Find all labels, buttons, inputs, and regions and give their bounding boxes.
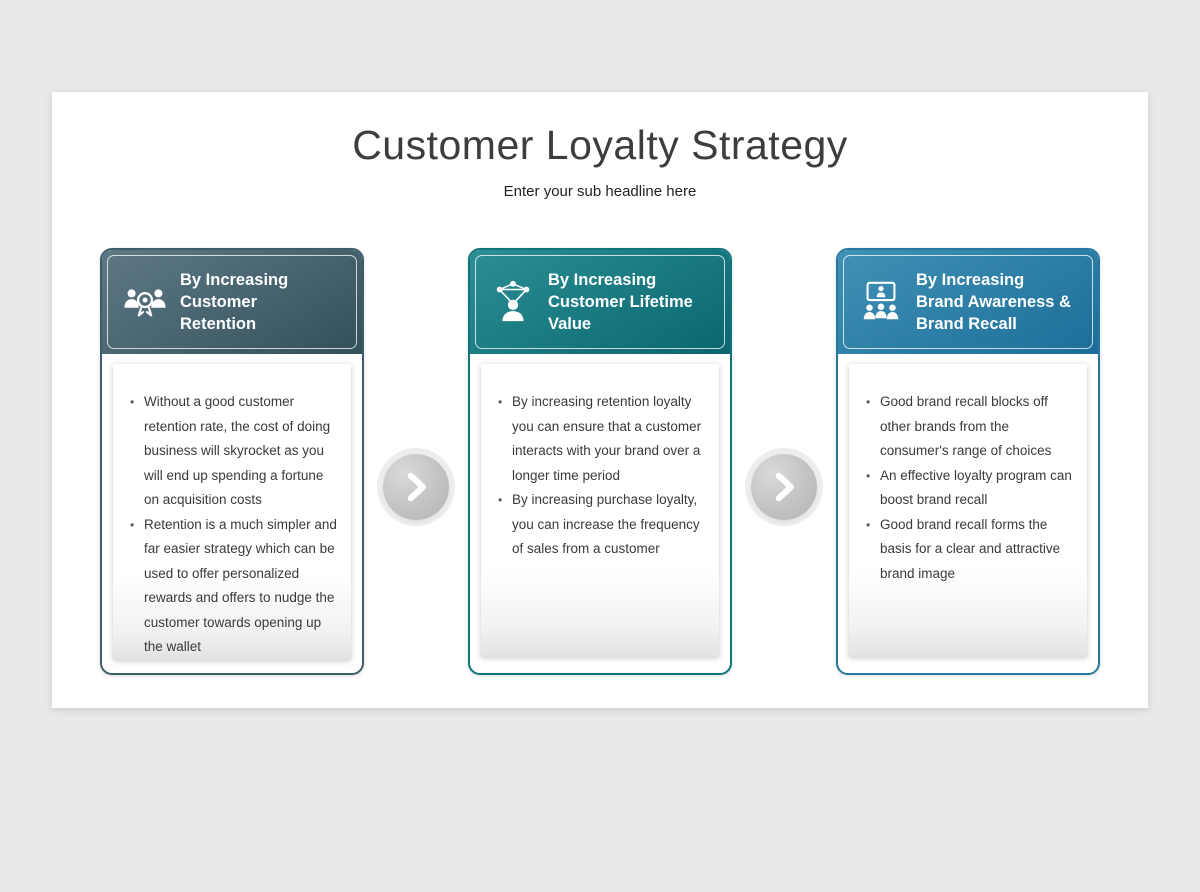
card-header: By Increasing Customer Lifetime Value: [470, 250, 730, 354]
bullet-list: By increasing retention loyalty you can …: [495, 390, 707, 562]
page-subtitle: Enter your sub headline here: [503, 183, 697, 200]
page-title: Customer Loyalty Strategy: [352, 122, 848, 168]
card-body: Without a good customer retention rate, …: [102, 354, 362, 673]
customer-lifetime-value-icon: [490, 279, 536, 325]
bullet-item: An effective loyalty program can boost b…: [863, 464, 1075, 513]
bullet-item: Without a good customer retention rate, …: [127, 390, 339, 513]
card-brand-awareness: By Increasing Brand Awareness & Brand Re…: [836, 248, 1100, 675]
card-panel: Without a good customer retention rate, …: [113, 364, 351, 660]
arrow-separator: [383, 454, 449, 520]
brand-awareness-icon: [858, 279, 904, 325]
card-panel: By increasing retention loyalty you can …: [481, 364, 719, 657]
card-panel: Good brand recall blocks off other brand…: [849, 364, 1087, 657]
presentation-slide: Customer Loyalty Strategy Enter your sub…: [52, 92, 1148, 708]
bullet-item: Good brand recall blocks off other brand…: [863, 390, 1075, 464]
arrow-circle: [751, 454, 817, 520]
bullet-list: Good brand recall blocks off other brand…: [863, 390, 1075, 586]
card-title: By Increasing Customer Lifetime Value: [548, 271, 693, 333]
card-body: Good brand recall blocks off other brand…: [838, 354, 1098, 673]
bullet-list: Without a good customer retention rate, …: [127, 390, 339, 660]
card-header: By Increasing Brand Awareness & Brand Re…: [838, 250, 1098, 354]
bullet-item: Good brand recall forms the basis for a …: [863, 513, 1075, 587]
customer-retention-icon: [122, 279, 168, 325]
card-title: By Increasing Brand Awareness & Brand Re…: [916, 271, 1071, 333]
card-customer-lifetime-value: By Increasing Customer Lifetime Value By…: [468, 248, 732, 675]
card-title: By Increasing Customer Retention: [180, 271, 289, 333]
bullet-item: Retention is a much simpler and far easi…: [127, 513, 339, 660]
card-header: By Increasing Customer Retention: [102, 250, 362, 354]
bullet-item: By increasing retention loyalty you can …: [495, 390, 707, 488]
chevron-right-icon: [407, 472, 426, 502]
cards-row: By Increasing Customer Retention Without…: [52, 248, 1148, 675]
arrow-circle: [383, 454, 449, 520]
card-customer-retention: By Increasing Customer Retention Without…: [100, 248, 364, 675]
bullet-item: By increasing purchase loyalty, you can …: [495, 488, 707, 562]
card-body: By increasing retention loyalty you can …: [470, 354, 730, 673]
arrow-separator: [751, 454, 817, 520]
chevron-right-icon: [775, 472, 794, 502]
